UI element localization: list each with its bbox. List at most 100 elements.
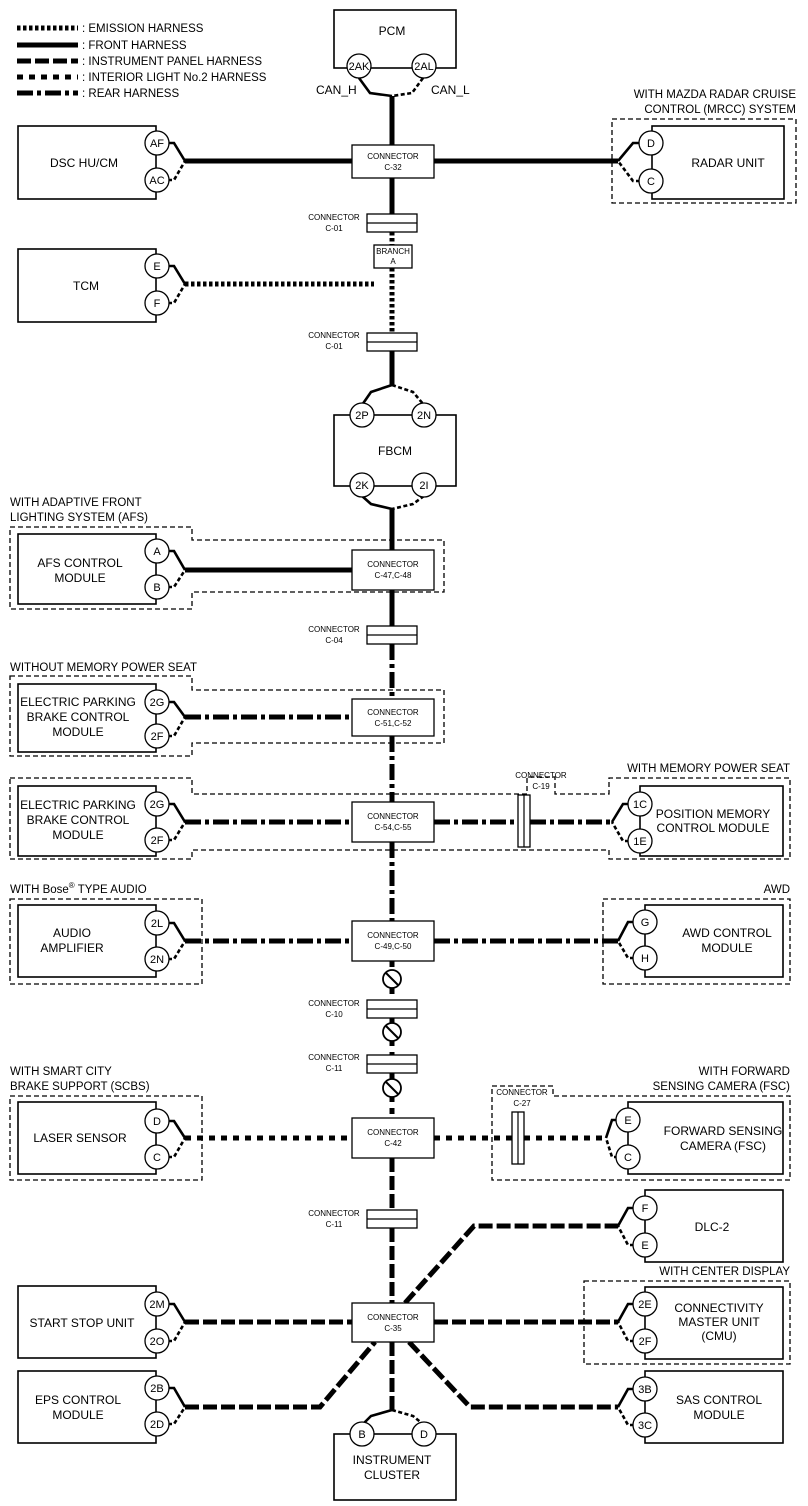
stub-afs-a	[168, 549, 187, 571]
epb-module-2: ELECTRIC PARKING BRAKE CONTROL MODULE 2G…	[17, 785, 170, 857]
stub-dsc-af	[168, 141, 187, 162]
legend-il2-label: : INTERIOR LIGHT No.2 HARNESS	[82, 72, 267, 84]
bose-option-frame	[9, 898, 203, 985]
audio-pin-2l	[144, 910, 170, 936]
modules: PCM 2AK 2AL CAN_H CAN_L DSC HU/CM AF AC …	[17, 9, 785, 1501]
stub-laser-c	[168, 1137, 187, 1159]
posmem-label-1: POSITION MEMORY	[656, 807, 770, 821]
eps-label-1: EPS CONTROL	[35, 1393, 121, 1407]
caption-fsc-2: SENSING CAMERA (FSC)	[653, 1081, 791, 1093]
dsc-label: DSC HU/CM	[50, 156, 118, 170]
cluster-label-2: CLUSTER	[364, 1468, 420, 1482]
audio-amplifier-module: AUDIO AMPLIFIER 2L 2N	[17, 904, 170, 978]
wire-fbcm-2i	[391, 494, 425, 511]
tcm-label: TCM	[73, 279, 99, 293]
eps-pin-2d	[144, 1411, 170, 1437]
caption-mrcc-1: WITH MAZDA RADAR CRUISE	[634, 89, 797, 101]
laser-sensor-module: LASER SENSOR D C	[17, 1101, 170, 1175]
dlc-label: DLC-2	[695, 1220, 730, 1234]
c04-label-2: C-04	[325, 636, 343, 645]
ssu-pin-2m	[144, 1291, 170, 1317]
connector-c04: CONNECTOR C-04	[308, 625, 418, 645]
wire-c35-sas	[407, 1340, 618, 1410]
c19-label-1: CONNECTOR	[515, 771, 567, 780]
posmem-label-2: CONTROL MODULE	[657, 821, 770, 835]
dsc-pin-af	[144, 130, 170, 156]
stub-tcm-f	[168, 283, 187, 305]
c4950-label-2: C-49,C-50	[375, 942, 412, 951]
epb-module-1: ELECTRIC PARKING BRAKE CONTROL MODULE 2G…	[17, 683, 170, 753]
caption-center-display: WITH CENTER DISPLAY	[659, 1266, 790, 1278]
fbcm-pin-2n-label: 2N	[417, 410, 431, 422]
sas-pin-3b-label: 3B	[638, 1384, 651, 1396]
epb2-label-3: MODULE	[52, 828, 103, 842]
cmu-pin-2e-label: 2E	[638, 1299, 651, 1311]
stub-radar-c	[616, 160, 640, 183]
laser-label: LASER SENSOR	[33, 1131, 127, 1145]
eps-pin-2b-label: 2B	[150, 1383, 163, 1395]
laser-pin-d-label: D	[153, 1116, 161, 1128]
c27-label-2: C-27	[513, 1099, 531, 1108]
wire-pcm-can-h	[357, 77, 393, 98]
dlc-pin-e-label: E	[641, 1240, 648, 1252]
tcm-pin-e	[144, 253, 170, 279]
afs-pin-a	[144, 538, 170, 564]
wire-fbcm-2k	[361, 495, 393, 511]
branch-label-2: A	[390, 257, 396, 266]
stub-sas-3b	[616, 1387, 634, 1408]
caption-no-mem-seat: WITHOUT MEMORY POWER SEAT	[10, 662, 197, 674]
epb2-pin-2g-label: 2G	[150, 799, 165, 811]
c10-label-1: CONNECTOR	[308, 999, 360, 1008]
ssu-label: START STOP UNIT	[30, 1316, 136, 1330]
legend-emission-label: : EMISSION HARNESS	[82, 23, 204, 35]
c42-label-1: CONNECTOR	[367, 1128, 419, 1137]
fbcm-pin-2p	[349, 402, 375, 428]
radar-label: RADAR UNIT	[691, 156, 765, 170]
laser-pin-c	[144, 1144, 170, 1170]
c10-label-2: C-10	[325, 1010, 343, 1019]
c5152-label-2: C-51,C-52	[375, 719, 412, 728]
sas-label-1: SAS CONTROL	[676, 1393, 762, 1407]
stub-sas-3c	[616, 1406, 634, 1427]
epb1-pin-2f-label: 2F	[151, 731, 164, 743]
stub-audio-2n	[168, 940, 187, 961]
dsc-module: DSC HU/CM AF AC	[17, 125, 170, 200]
terminator-2-icon	[382, 1022, 402, 1042]
c01a-label-1: CONNECTOR	[308, 213, 360, 222]
dlc-pin-f	[632, 1195, 658, 1221]
laser-pin-d	[144, 1108, 170, 1134]
terminator-3-icon	[382, 1078, 402, 1098]
mem-seat-option-frame	[9, 776, 791, 860]
c01b-label-2: C-01	[325, 342, 343, 351]
wire-fbcm-2p	[360, 383, 393, 406]
cluster-pin-d-label: D	[420, 1429, 428, 1441]
wire-c35-dlc	[403, 1223, 618, 1305]
branch-a: BRANCH A	[373, 244, 413, 269]
pcm-pin-2ak	[346, 53, 372, 79]
connector-c11-upper: CONNECTOR C-11	[308, 1053, 418, 1074]
connector-c19: CONNECTOR C-19	[515, 771, 567, 848]
cmu-label-2: MASTER UNIT	[678, 1315, 760, 1329]
c4950-label-1: CONNECTOR	[367, 931, 419, 940]
sas-label-2: MODULE	[693, 1408, 744, 1422]
caption-bose: WITH Bose® TYPE AUDIO	[10, 881, 147, 896]
audio-pin-2l-label: 2L	[151, 918, 163, 930]
fbcm-pin-2k-label: 2K	[355, 480, 369, 492]
pcm-module: PCM 2AK 2AL CAN_H CAN_L	[316, 9, 470, 97]
c32-label-2: C-32	[384, 163, 402, 172]
sas-control-module: SAS CONTROL MODULE 3B 3C	[632, 1370, 784, 1444]
connector-c47-c48: CONNECTOR C-47,C-48	[351, 549, 435, 591]
stub-laser-d	[168, 1119, 187, 1139]
c04-label-1: CONNECTOR	[308, 625, 360, 634]
connector-c54-c55: CONNECTOR C-54,C-55	[351, 801, 435, 843]
epb1-label-1: ELECTRIC PARKING	[20, 695, 136, 709]
c5455-label-1: CONNECTOR	[367, 812, 419, 821]
stub-cmu-2e	[616, 1302, 634, 1323]
c19-label-2: C-19	[532, 782, 550, 791]
connector-c01-lower: CONNECTOR C-01	[308, 331, 418, 352]
stub-audio-2l	[168, 921, 187, 942]
wire-fbcm-2n	[391, 383, 425, 406]
c01a-label-2: C-01	[325, 224, 343, 233]
cmu-pin-2e	[632, 1291, 658, 1317]
epb1-pin-2f	[144, 723, 170, 749]
